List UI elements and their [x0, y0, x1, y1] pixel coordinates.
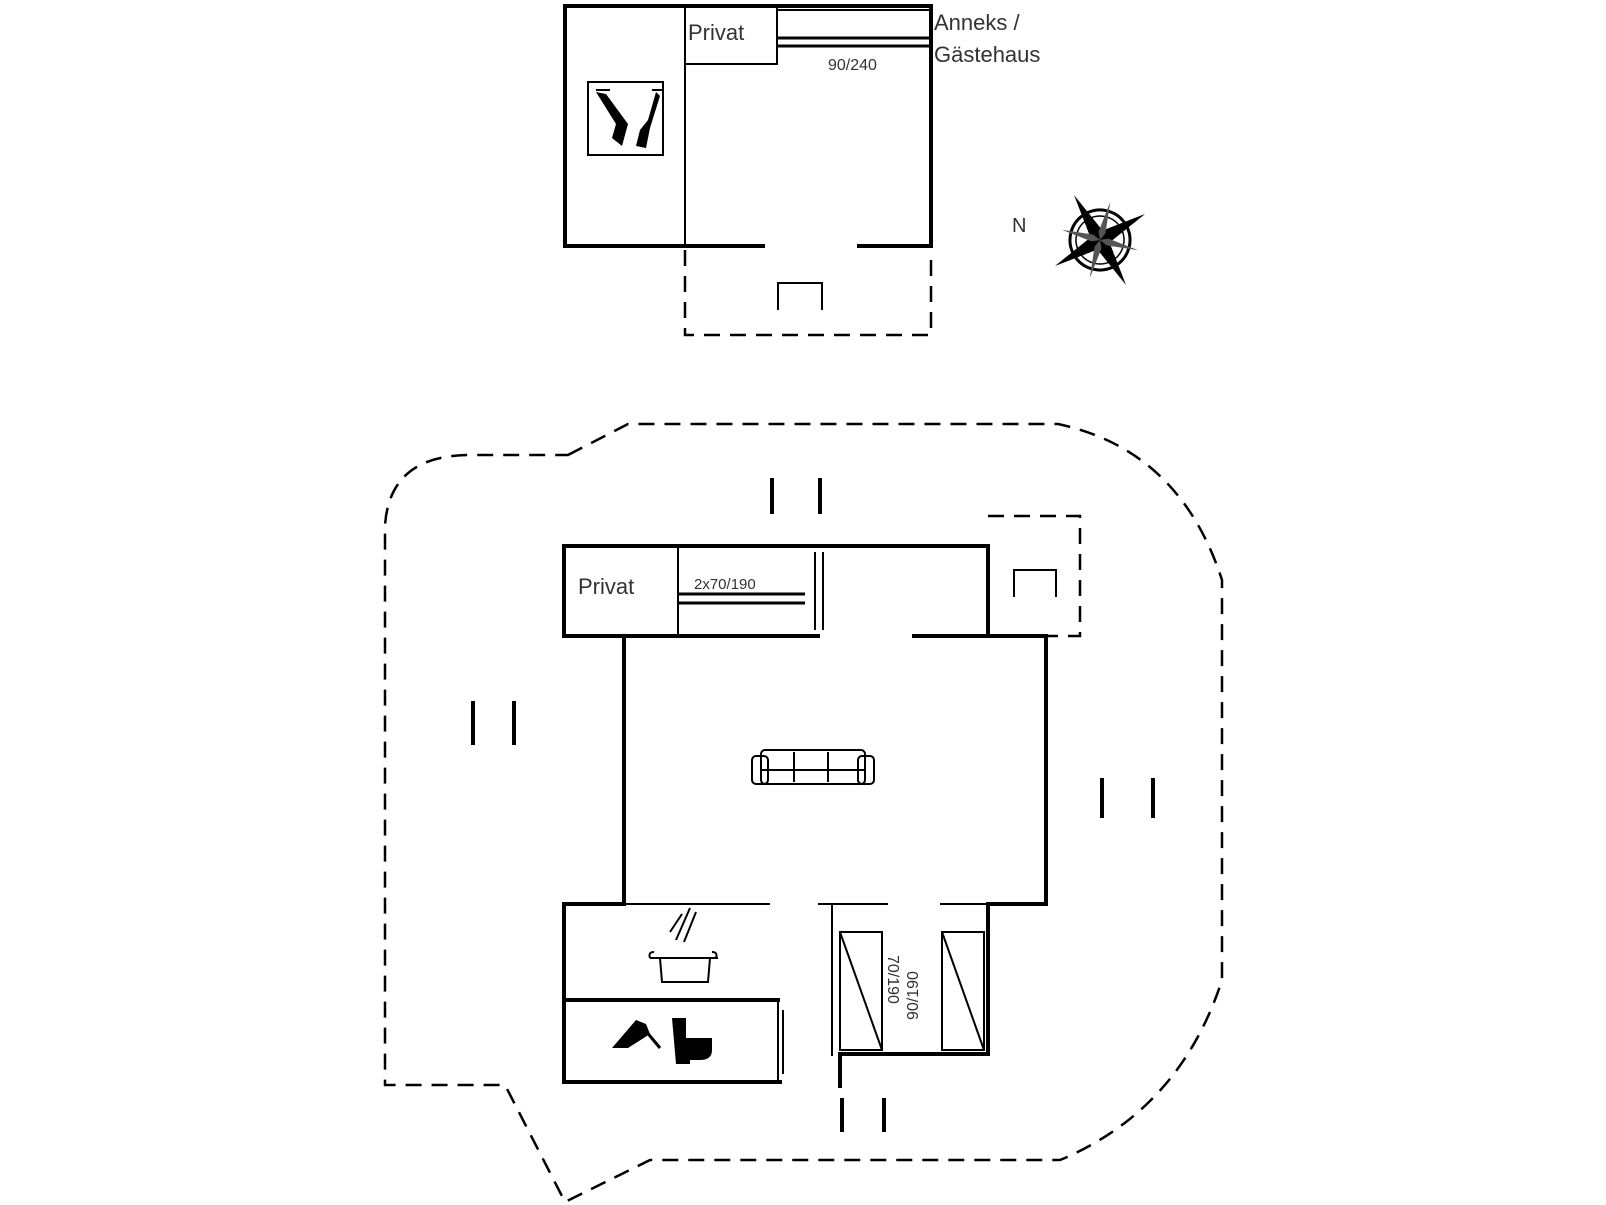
annex-terrace [683, 250, 933, 337]
stove-icon [648, 907, 718, 983]
living-room [622, 634, 1048, 906]
annex-private-label: Privat [688, 20, 744, 45]
terrace-doors [471, 478, 1155, 1132]
bunk-bed-1-size: 70/190 [884, 955, 901, 1004]
bunk-bed-2-size: 90/190 [905, 971, 922, 1020]
annex-terrace-step [777, 282, 823, 310]
annex-bed: 90/240 [777, 9, 930, 74]
entrance-porch [988, 514, 1082, 638]
lower-rooms: 70/190 90/190 [562, 902, 1048, 1088]
terrace-outline [383, 422, 1224, 1204]
main-private-label: Privat [578, 574, 634, 599]
annex-bath-icon [587, 81, 664, 156]
sofa-icon [751, 749, 875, 785]
annex-building: Privat 90/240 Anneks / Gästehaus [563, 4, 1040, 337]
annex-bed-size: 90/240 [828, 57, 877, 74]
compass-icon [1054, 194, 1146, 286]
annex-label-line2: Gästehaus [934, 42, 1040, 67]
compass-north-label: N [1012, 215, 1026, 237]
toilet-icon [612, 1018, 712, 1064]
compass-rose: N [1012, 194, 1146, 286]
annex-label-line1: Anneks / [934, 10, 1020, 35]
bedroom-wing: Privat 2x70/190 [562, 544, 990, 640]
bunk-bedroom: 70/190 90/190 [831, 902, 990, 1088]
main-bed-size: 2x70/190 [694, 576, 756, 593]
annex-private-room [684, 5, 778, 65]
main-house: Privat 2x70/190 [383, 422, 1224, 1204]
